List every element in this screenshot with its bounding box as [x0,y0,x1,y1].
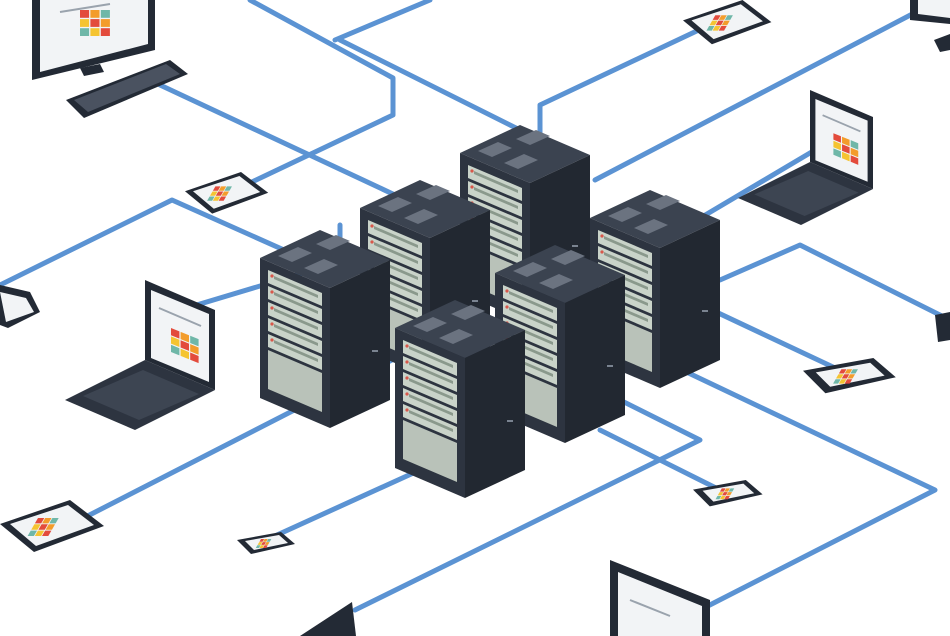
cable [537,17,723,163]
laptop [300,602,356,636]
laptop [610,560,710,636]
server-rack [395,300,525,498]
tablet [683,0,771,44]
laptop [65,280,215,430]
phone [803,358,896,393]
cable [597,427,723,493]
cable [717,242,950,323]
server-farm [260,125,720,498]
desktop-monitor [32,0,188,118]
cable [337,37,543,143]
cable [252,467,423,548]
desktop-monitor [910,0,950,52]
cable [332,0,433,43]
cable [637,347,938,613]
cable [232,0,396,193]
phone [935,312,950,342]
cable [592,7,923,183]
server-rack [260,230,390,428]
tablet [0,500,104,552]
cable [157,82,398,198]
tablet [0,285,40,328]
phone [237,532,295,554]
